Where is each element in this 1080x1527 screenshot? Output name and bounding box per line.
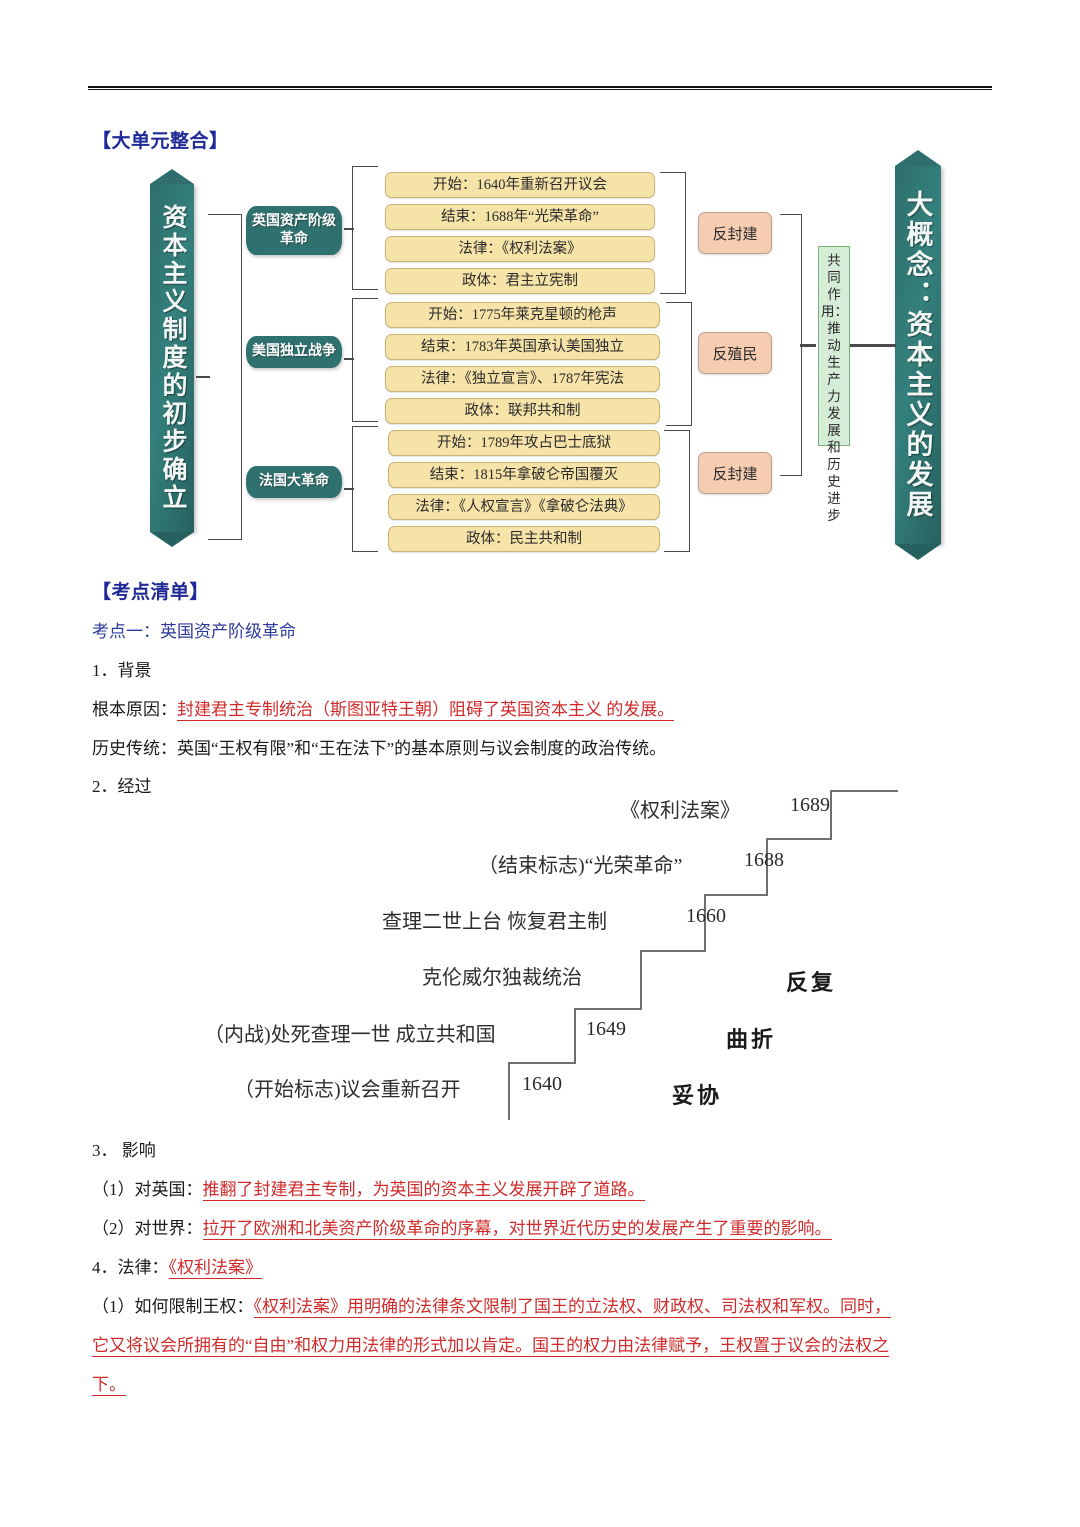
impact-world-text: 拉开了欧洲和北美资产阶级革命的序幕，对世界近代历史的发展产生了重要的影响。 <box>202 1219 832 1240</box>
section-heading-exam-points: 【考点清单】 <box>92 582 210 603</box>
stair-year-1660: 1660 <box>686 905 726 927</box>
result-box-anti-colonial: 反殖民 <box>698 332 772 374</box>
stair-tread-1649 <box>508 1062 574 1064</box>
chip-french-revolution: 法国大革命 <box>246 466 342 498</box>
bracket-group-a <box>352 166 378 290</box>
banner-big-concept: 大概念：资本主义的发展 <box>895 150 941 560</box>
left-grouping-bracket <box>208 214 242 540</box>
bracket-conclusion-stub <box>800 344 816 347</box>
stair-year-1640: 1640 <box>522 1073 562 1095</box>
law-label: 4．法律： <box>92 1258 169 1277</box>
stair-riser-1649 <box>574 1008 576 1064</box>
limit-power-text-3: 下。 <box>92 1375 126 1396</box>
left-bracket-stub <box>196 376 210 378</box>
chip-british-revolution: 英国资产阶级革命 <box>246 206 342 255</box>
stair-riser-cromwell <box>640 950 642 1010</box>
bracket-group-a-stub <box>344 228 354 230</box>
unit-integration-diagram: 资本主义制度的初步确立 大概念：资本主义的发展 英国资产阶级革命 美国独立战争 … <box>0 150 1080 565</box>
bracket-result-c <box>664 430 690 552</box>
keyword-repetition: 反复 <box>786 970 837 995</box>
detail-row: 开始：1789年攻占巴士底狱 <box>388 430 660 456</box>
stair-riser-1689 <box>830 790 832 840</box>
process-staircase-diagram: （开始标志)议会重新召开 （内战)处死查理一世 成立共和国 克伦威尔独裁统治 查… <box>0 790 1080 1120</box>
bracket-result-a <box>660 172 686 294</box>
bracket-group-b-stub <box>344 358 354 360</box>
stair-label-1689: 《权利法案》 <box>620 800 740 822</box>
impact-world-line: （2）对世界：拉开了欧洲和北美资产阶级革命的序幕，对世界近代历史的发展产生了重要… <box>92 1214 832 1240</box>
bracket-group-b <box>352 298 378 422</box>
stair-tread-top <box>830 790 898 792</box>
stair-label-cromwell: 克伦威尔独裁统治 <box>422 967 582 989</box>
detail-row: 法律：《人权宣言》《拿破仑法典》 <box>388 494 660 520</box>
stair-tread-1660 <box>640 950 704 952</box>
detail-row: 结束：1688年“光荣革命” <box>385 204 655 230</box>
detail-row: 法律：《权利法案》 <box>385 236 655 262</box>
root-cause-line: 根本原因：封建君主专制统治（斯图亚特王朝）阻碍了英国资本主义 的发展。 <box>92 695 675 721</box>
limit-power-line-2: 它又将议会所拥有的“自由”和权力用法律的形式加以肯定。国王的权力由法律赋予，王权… <box>92 1331 890 1357</box>
stair-tread-1688 <box>704 894 768 896</box>
header-divider <box>88 86 992 90</box>
stair-riser-1640 <box>508 1062 510 1120</box>
detail-row: 政体：君主立宪制 <box>385 268 655 294</box>
detail-row: 政体：联邦共和制 <box>385 398 660 424</box>
stair-tread-1689 <box>766 838 832 840</box>
section-heading-unit-integration: 【大单元整合】 <box>92 131 229 152</box>
stair-tread-cromwell <box>574 1008 640 1010</box>
keyword-twists: 曲折 <box>726 1027 777 1052</box>
bracket-conclusion <box>780 214 802 476</box>
impact-britain-label: （1）对英国： <box>92 1180 203 1199</box>
background-number: 1．背景 <box>92 661 152 680</box>
detail-row: 开始：1775年莱克星顿的枪声 <box>385 302 660 328</box>
root-cause-label: 根本原因： <box>92 700 177 719</box>
stair-label-1649: （内战)处死查理一世 成立共和国 <box>204 1024 496 1046</box>
detail-row: 开始：1640年重新召开议会 <box>385 172 655 198</box>
tradition-text: 英国“王权有限”和“王在法下”的基本原则与议会制度的政治传统。 <box>177 739 667 758</box>
stair-label-1660: 查理二世上台 恢复君主制 <box>382 911 607 933</box>
point-one-title: 考点一：英国资产阶级革命 <box>92 622 296 641</box>
chip-american-war: 美国独立战争 <box>246 336 342 368</box>
process-number: 2．经过 <box>92 777 152 796</box>
stair-riser-1688 <box>766 838 768 896</box>
stair-label-1688: （结束标志)“光荣革命” <box>478 855 683 877</box>
limit-power-line-3: 下。 <box>92 1370 126 1396</box>
impact-britain-line: （1）对英国：推翻了封建君主专制，为英国的资本主义发展开辟了道路。 <box>92 1175 645 1201</box>
stair-year-1649: 1649 <box>586 1018 626 1040</box>
detail-row: 结束：1783年英国承认美国独立 <box>385 334 660 360</box>
stair-year-1688: 1688 <box>744 849 784 871</box>
result-box-anti-feudal-british: 反封建 <box>698 212 772 254</box>
keyword-compromise: 妥协 <box>672 1083 723 1108</box>
bracket-group-c-stub <box>344 488 354 490</box>
limit-power-line-1: （1）如何限制王权：《权利法案》用明确的法律条文限制了国王的立法权、财政权、司法… <box>92 1292 891 1318</box>
limit-power-label: （1）如何限制王权： <box>92 1297 254 1316</box>
detail-row: 结束：1815年拿破仑帝国覆灭 <box>388 462 660 488</box>
detail-row: 政体：民主共和制 <box>388 526 660 552</box>
stair-riser-1660 <box>704 894 706 952</box>
stair-label-1640: （开始标志)议会重新召开 <box>234 1079 461 1101</box>
limit-power-text-1: 《权利法案》用明确的法律条文限制了国王的立法权、财政权、司法权和军权。同时， <box>253 1297 891 1318</box>
detail-row: 法律：《独立宣言》、1787年宪法 <box>385 366 660 392</box>
conclusion-to-banner-connector <box>850 344 896 347</box>
bracket-result-b <box>666 302 692 426</box>
root-cause-text: 封建君主专制统治（斯图亚特王朝）阻碍了英国资本主义 的发展。 <box>177 700 675 721</box>
result-box-anti-feudal-french: 反封建 <box>698 452 772 494</box>
impact-world-label: （2）对世界： <box>92 1219 203 1238</box>
limit-power-text-2: 它又将议会所拥有的“自由”和权力用法律的形式加以肯定。国王的权力由法律赋予，王权… <box>92 1336 890 1357</box>
impact-britain-text: 推翻了封建君主专制，为英国的资本主义发展开辟了道路。 <box>202 1180 645 1201</box>
banner-capitalism-establishment: 资本主义制度的初步确立 <box>150 169 194 547</box>
tradition-label: 历史传统： <box>92 739 177 758</box>
shared-effect-note: 共同作用：推动生产力发展和历史进步 <box>818 246 850 523</box>
stair-year-1689: 1689 <box>790 794 830 816</box>
bracket-group-c <box>352 426 378 552</box>
law-line: 4．法律：《权利法案》 <box>92 1253 262 1279</box>
tradition-line: 历史传统：英国“王权有限”和“王在法下”的基本原则与议会制度的政治传统。 <box>92 734 666 759</box>
law-name: 《权利法案》 <box>168 1258 262 1279</box>
impact-number: 3． 影响 <box>92 1141 156 1160</box>
